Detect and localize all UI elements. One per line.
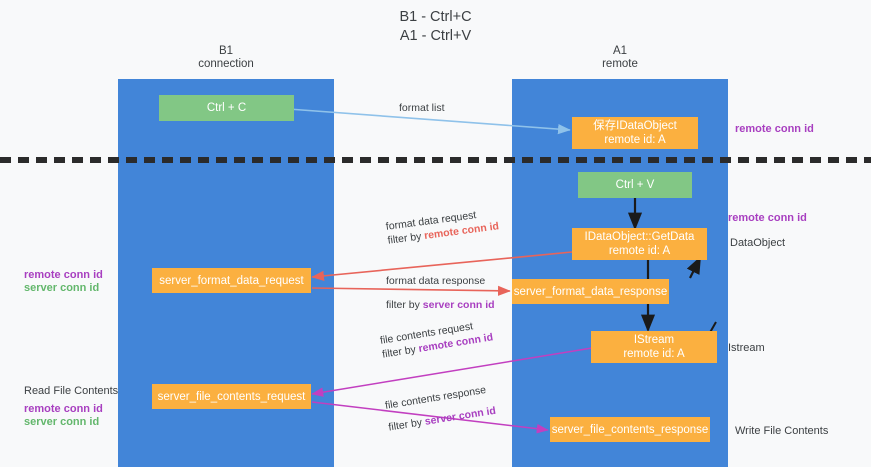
arrow-format-data-response bbox=[311, 285, 511, 296]
arrow-file-contents-response bbox=[311, 401, 549, 434]
node-ctrl-c[interactable]: Ctrl + C bbox=[159, 95, 294, 121]
edge-label-format-data-response-filter: filter by server conn id bbox=[386, 298, 495, 312]
node-istream[interactable]: IStream remote id: A bbox=[591, 331, 717, 363]
arrow-format-data-request bbox=[311, 251, 573, 281]
node-save-idataobject[interactable]: 保存IDataObject remote id: A bbox=[572, 117, 698, 149]
node-idataobject-getdata-line2: remote id: A bbox=[608, 245, 671, 257]
lane-header-b1: B1 connection bbox=[118, 45, 334, 71]
node-server-file-contents-response-label: server_file_contents_response bbox=[551, 423, 709, 436]
edge-label-format-data-response: format data response filter by server co… bbox=[386, 274, 495, 312]
edge-label-format-list-text: format list bbox=[399, 102, 445, 114]
node-idataobject-getdata[interactable]: IDataObject::GetData remote id: A bbox=[572, 228, 707, 260]
annotation-left-read-file-contents: Read File Contents bbox=[24, 385, 119, 397]
node-save-idataobject-line1: 保存IDataObject bbox=[593, 120, 677, 132]
diagram-title: B1 - Ctrl+C A1 - Ctrl+V bbox=[0, 8, 871, 46]
node-server-format-data-request[interactable]: server_format_data_request bbox=[152, 268, 311, 293]
node-server-file-contents-response[interactable]: server_file_contents_response bbox=[550, 417, 710, 442]
filter-key-server-conn-id: server conn id bbox=[422, 299, 495, 311]
annotation-left-server-conn-id: server conn id bbox=[24, 282, 100, 294]
node-server-file-contents-request-label: server_file_contents_request bbox=[157, 390, 306, 403]
lane-header-a1-name: A1 bbox=[612, 45, 628, 57]
annotation-right-remote-conn-id-top: remote conn id bbox=[735, 123, 814, 135]
edge-label-format-data-response-line1: format data response bbox=[386, 275, 486, 287]
annotation-left-remote-conn-id: remote conn id bbox=[24, 269, 103, 281]
annotation-right-dataobject: DataObject bbox=[730, 237, 786, 249]
lane-header-b1-sub: connection bbox=[198, 58, 254, 70]
node-save-idataobject-line2: remote id: A bbox=[604, 134, 666, 146]
annotation-right-istream: Istream bbox=[728, 342, 765, 354]
diagram-title-line1: B1 - Ctrl+C bbox=[399, 9, 472, 25]
lane-header-b1-name: B1 bbox=[218, 45, 234, 57]
node-idataobject-getdata-line1: IDataObject::GetData bbox=[584, 231, 695, 243]
section-divider bbox=[0, 157, 871, 163]
annotation-right-remote-conn-id-mid: remote conn id bbox=[728, 212, 807, 224]
arrow-format-list bbox=[274, 107, 571, 135]
node-server-format-data-request-label: server_format_data_request bbox=[159, 274, 304, 287]
node-ctrl-v-label: Ctrl + V bbox=[615, 179, 655, 191]
arrow-response-to-getdata bbox=[686, 256, 701, 279]
lane-header-a1-sub: remote bbox=[602, 58, 638, 70]
node-server-format-data-response-label: server_format_data_response bbox=[513, 285, 668, 298]
edge-label-format-list: format list bbox=[399, 101, 445, 115]
filter-prefix: filter by bbox=[386, 299, 423, 311]
lane-header-a1: A1 remote bbox=[512, 45, 728, 71]
diagram-title-line2: A1 - Ctrl+V bbox=[399, 28, 472, 44]
annotation-right-write-file-contents: Write File Contents bbox=[735, 425, 829, 437]
node-ctrl-c-label: Ctrl + C bbox=[206, 102, 247, 114]
annotation-left-server-conn-id-2: server conn id bbox=[24, 416, 100, 428]
annotation-left-remote-conn-id-2: remote conn id bbox=[24, 403, 103, 415]
node-server-file-contents-request[interactable]: server_file_contents_request bbox=[152, 384, 311, 409]
node-server-format-data-response[interactable]: server_format_data_response bbox=[512, 279, 669, 304]
node-ctrl-v[interactable]: Ctrl + V bbox=[578, 172, 692, 198]
arrow-file-contents-request bbox=[311, 347, 593, 397]
node-istream-line1: IStream bbox=[633, 334, 675, 346]
node-istream-line2: remote id: A bbox=[623, 348, 685, 360]
